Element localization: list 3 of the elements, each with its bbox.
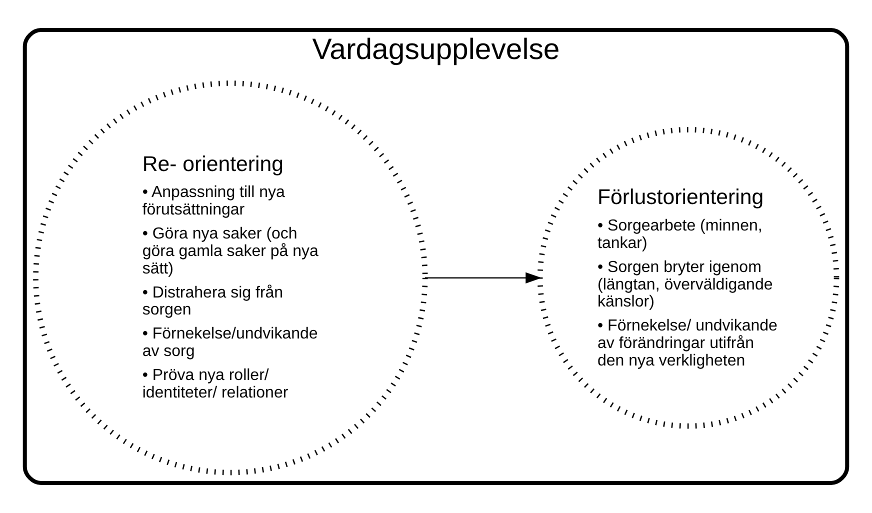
node-circle: Re- orientering • Anpassning till nya förutsättningar • Göra nya saker (och göra gamla saker på nya sätt) • Distrahera sig från sorgen • Förnekelse/undvikande av sorg • Pröva nya roller/ identiteter/ relationer bbox=[33, 80, 428, 476]
arrow bbox=[424, 272, 542, 284]
node-circle: Förlustorientering • Sorgearbete (minnen, tankar) • Sorgen bryter igenom (längtan, överväldigande känslor) • Förnekelse/ undvikande av förändringar utifrån den nya verkligheten bbox=[537, 126, 840, 429]
